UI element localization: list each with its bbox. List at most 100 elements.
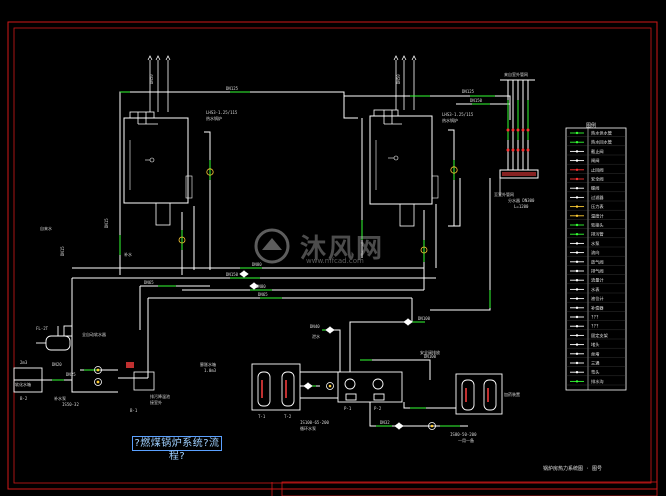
legend-label: 过滤器 xyxy=(591,194,604,201)
dosing-label: 加药装置 xyxy=(504,391,520,397)
legend-label: 堵头 xyxy=(591,341,599,348)
pump-left-tag: IS50-32 xyxy=(62,402,79,407)
legend-label: 流向 xyxy=(591,249,599,256)
legend-label: 排污管 xyxy=(591,231,604,238)
tag-e: B-1 xyxy=(130,408,138,413)
legend-symbol-mark xyxy=(575,196,579,199)
pipe-dn32: DN32 xyxy=(380,420,390,425)
legend-symbol-mark xyxy=(575,371,579,374)
tag-c: P-1 xyxy=(344,406,352,411)
legend-label: ??? xyxy=(591,315,599,320)
legend-label: 水表 xyxy=(591,286,600,293)
legend-symbol-mark xyxy=(575,223,579,227)
tag-b: T-2 xyxy=(284,414,292,419)
supply-header-label: DN150 xyxy=(470,98,483,103)
legend-symbol-mark xyxy=(575,251,579,254)
legend-symbol-mark xyxy=(575,177,579,181)
drain-label: 泄水 xyxy=(312,333,320,339)
to-outside-label: 至室外管网 xyxy=(494,191,514,197)
legend-label: 固定支架 xyxy=(591,332,608,339)
legend-symbol-mark xyxy=(575,315,579,319)
inline-valve-marks xyxy=(239,270,413,430)
legend-symbol-mark xyxy=(575,269,579,273)
header-label: 分水器 DN300 xyxy=(508,197,535,203)
supply-main-top xyxy=(119,91,511,215)
legend-label: 放气阀 xyxy=(591,258,604,265)
pipe-dn100-b: DN100 xyxy=(424,354,437,359)
legend-label: 蝶阀 xyxy=(591,185,599,192)
expansion-tank-left[interactable] xyxy=(251,363,301,411)
pipe-dn100: DN100 xyxy=(418,316,431,321)
tag-a: T-1 xyxy=(258,414,266,419)
pipe-dn40: DN40 xyxy=(310,324,320,329)
boiler-1-tag: LHS3-1.25/115 xyxy=(206,110,238,115)
bottom-pump-valves[interactable] xyxy=(326,382,436,430)
drawing-title: ?燃煤锅炉系统?流程? xyxy=(132,436,222,462)
legend-label: 闸阀 xyxy=(591,157,599,164)
pump-right-note: 一用一备 xyxy=(458,437,474,443)
legend-table: 热水供水管热水回水管截止阀闸阀止回阀安全阀蝶阀过滤器压力表温度计软接头排污管水泵… xyxy=(565,127,627,391)
expansion-label: 膨胀水箱 xyxy=(200,361,216,367)
pipe-dn80-a: DN80 xyxy=(252,262,262,267)
make-up-label: 补水 xyxy=(124,251,132,257)
outer-frame xyxy=(7,21,658,490)
legend-symbol-mark xyxy=(575,279,579,282)
main-supply-left-label: DN125 xyxy=(226,86,239,91)
legend-label: 液位计 xyxy=(591,295,604,302)
pump-center-tag: IS100-65-200 xyxy=(300,420,329,425)
relief-label: 安全阀排放 xyxy=(420,349,440,355)
legend-symbol-mark xyxy=(575,334,579,337)
city-water-label: 自来水 xyxy=(40,225,52,231)
legend-symbol-mark xyxy=(575,242,579,245)
distributor-risers xyxy=(500,79,535,170)
dn-small-1: DN15 xyxy=(60,246,65,256)
distributor-header[interactable] xyxy=(499,169,539,196)
return-riser-right xyxy=(430,178,491,311)
boiler-1-pipes xyxy=(119,131,211,275)
from-outside-label: 来自室外管网 xyxy=(504,71,528,77)
circulation-pump-group[interactable] xyxy=(337,371,403,403)
boiler-1[interactable] xyxy=(123,111,193,226)
legend-symbol-mark xyxy=(575,205,579,208)
legend-symbol-mark xyxy=(575,168,579,171)
tank-left-label: 软化水箱 xyxy=(15,381,31,387)
sewage-label: 排污降温池 xyxy=(150,393,170,399)
legend-symbol-mark xyxy=(575,214,579,217)
sewage-tag: 接室外 xyxy=(150,399,162,405)
legend-symbol-mark xyxy=(575,306,579,309)
legend-symbol-mark xyxy=(575,159,579,162)
legend-label: 压力表 xyxy=(591,203,604,210)
legend-symbol-mark xyxy=(575,297,579,300)
legend-label: 丝堵 xyxy=(591,350,600,357)
legend-label: 排水沟 xyxy=(591,378,604,385)
distributor-valves[interactable] xyxy=(506,128,530,152)
legend-label: 热水供水管 xyxy=(591,130,612,137)
dn-small-2: DN15 xyxy=(104,218,109,228)
pump-left-label: 补水泵 xyxy=(54,395,66,401)
softener-tag: FL-2T xyxy=(36,326,49,331)
pump-right-tag: IS80-50-200 xyxy=(450,432,477,437)
left-makeup-piping xyxy=(42,278,148,393)
legend-symbol-mark xyxy=(575,343,579,346)
main-supply-right-label: DN125 xyxy=(462,89,475,94)
legend-label: 温度计 xyxy=(591,212,604,219)
legend-label: ??? xyxy=(591,324,599,329)
dosing-unit-right[interactable] xyxy=(455,373,503,415)
watermark-url: www.mfcad.com xyxy=(306,257,364,265)
legend-symbol-mark xyxy=(575,150,579,153)
legend-label: 截止阀 xyxy=(591,148,604,155)
tank-left-tag: 2m3 xyxy=(20,360,28,365)
horizontal-headers xyxy=(72,267,436,378)
center-risers xyxy=(300,298,431,380)
watermark-logo-mark xyxy=(254,228,290,264)
gauge-symbols xyxy=(178,166,458,254)
boiler-2[interactable] xyxy=(369,109,439,227)
pipe-dn80-b: DN80 xyxy=(256,284,266,289)
boiler-2-note: 热水锅炉 xyxy=(442,117,458,123)
header-note: L=1200 xyxy=(514,204,529,209)
legend-symbol-mark xyxy=(575,187,579,190)
softened-water-tank[interactable] xyxy=(13,367,43,393)
legend-symbol-mark xyxy=(575,131,579,135)
left-makeup-pumps[interactable] xyxy=(94,362,155,391)
